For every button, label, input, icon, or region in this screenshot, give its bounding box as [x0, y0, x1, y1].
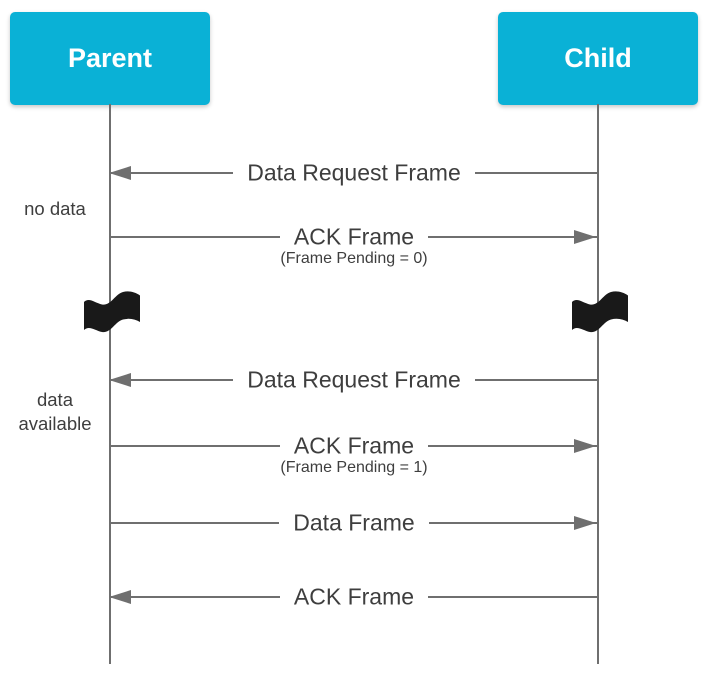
message-sublabel: (Frame Pending = 0): [280, 250, 428, 267]
arrow-head-left-icon: [109, 373, 131, 387]
waving-flag-icon: [84, 290, 140, 334]
actor-label-child: Child: [564, 43, 632, 73]
actor-label-parent: Parent: [67, 43, 153, 73]
message-label: Data Frame: [279, 509, 429, 537]
message-label: ACK Frame: [279, 432, 429, 460]
arrow-head-right-icon: [574, 230, 596, 244]
message-label-wrap: Data Frame: [110, 509, 598, 550]
message-label: ACK Frame: [279, 583, 429, 611]
actor-box-child: Child: [498, 12, 698, 105]
message-label: Data Request Frame: [233, 366, 475, 394]
message-sublabel: (Frame Pending = 1): [280, 459, 428, 476]
message-label-wrap: ACK Frame (Frame Pending = 0): [110, 223, 598, 267]
message-label-wrap: ACK Frame (Frame Pending = 1): [110, 432, 598, 476]
actor-box-parent: Parent: [10, 12, 210, 105]
arrow-head-left-icon: [109, 166, 131, 180]
arrow-head-right-icon: [574, 516, 596, 530]
message-label: Data Request Frame: [233, 159, 475, 187]
arrow-head-left-icon: [109, 590, 131, 604]
message-label-wrap: ACK Frame: [110, 583, 598, 624]
waving-flag-icon: [572, 290, 628, 334]
message-label: ACK Frame: [279, 223, 429, 251]
phase-label-data-available: data available: [18, 389, 92, 434]
message-label-wrap: Data Request Frame: [110, 366, 598, 407]
arrow-head-right-icon: [574, 439, 596, 453]
message-label-wrap: Data Request Frame: [110, 159, 598, 200]
lifeline-child: [596, 104, 599, 664]
phase-label-no-data: no data: [24, 198, 86, 219]
